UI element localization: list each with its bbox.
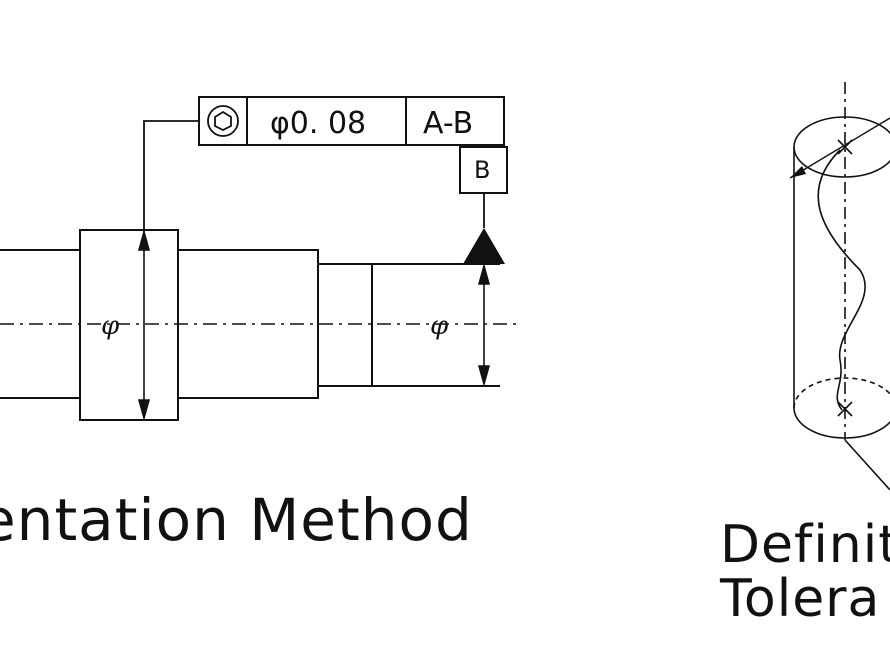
fcf-tolerance-value: φ0. 08 xyxy=(270,106,366,141)
datum-b-label: B xyxy=(474,156,490,184)
datum-b-feature: B xyxy=(459,146,508,264)
datum-b-dimension xyxy=(477,263,491,387)
tolerance-zone-cylinder xyxy=(789,82,890,491)
actual-axis-curve xyxy=(817,149,866,411)
caption-definition-tolerance: Definit Tolera xyxy=(720,518,890,626)
feature-control-frame: φ0. 08 A-B xyxy=(198,96,505,146)
diameter-symbol-collar: φ xyxy=(101,311,120,341)
shaft-collar xyxy=(79,229,179,421)
fcf-leader-line xyxy=(143,120,199,232)
datum-triangle-icon xyxy=(463,228,505,264)
concentricity-symbol-icon xyxy=(207,105,239,137)
shaft-drawing xyxy=(0,229,500,421)
caption-right-line-2: Tolera xyxy=(720,569,881,629)
diameter-symbol-datum-b: φ xyxy=(430,311,449,341)
collar-dimension xyxy=(137,229,151,421)
caption-right-line-1: Definit xyxy=(720,515,890,575)
caption-representation-method: entation Method xyxy=(0,486,473,554)
shaft-neck xyxy=(317,263,373,387)
fcf-datum-reference: A-B xyxy=(423,106,473,141)
